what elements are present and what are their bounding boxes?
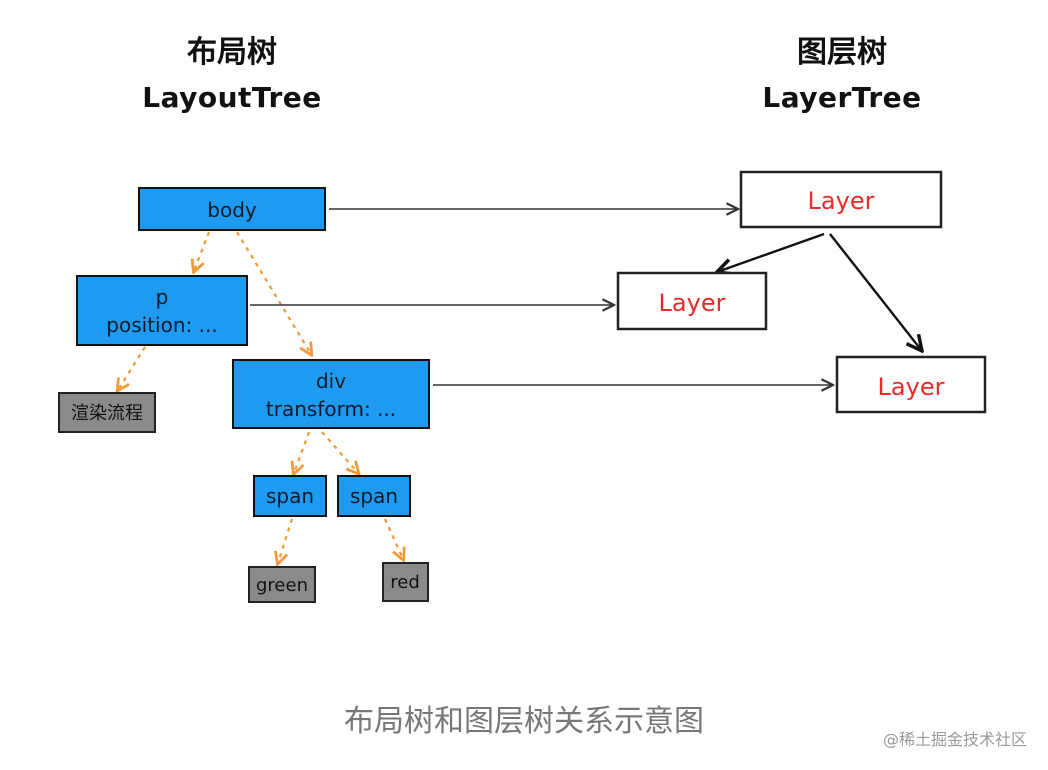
layout-tree-heading-cn: 布局树 <box>187 35 277 70</box>
layer-top-label: Layer <box>808 187 875 215</box>
p-node-position-label: position: ... <box>106 313 217 337</box>
layer-right: Layer <box>835 355 987 414</box>
figure-caption: 布局树和图层树关系示意图 <box>344 704 704 739</box>
arrow-top-layer-to-right-layer <box>829 233 922 351</box>
layer-tree-heading-en: LayerTree <box>762 81 921 114</box>
arrow-span2-to-red <box>383 518 403 559</box>
green-node-label: green <box>256 575 308 596</box>
body-node: body <box>138 187 326 231</box>
render-flow-node: 渲染流程 <box>58 392 156 433</box>
p-node: p position: ... <box>76 275 248 346</box>
p-node-label: p <box>156 285 169 309</box>
arrow-body-to-div <box>236 231 311 354</box>
span-node-2: span <box>337 475 411 517</box>
watermark: @稀土掘金技术社区 <box>883 730 1027 749</box>
layout-tree-heading-en: LayoutTree <box>142 81 322 114</box>
span-node-1-label: span <box>266 484 314 508</box>
arrow-div-to-span2 <box>321 431 358 473</box>
arrow-top-layer-to-middle-layer <box>717 232 825 272</box>
arrow-div-to-span1 <box>294 431 311 473</box>
div-node-label: div <box>316 369 346 393</box>
arrow-p-to-render-flow <box>118 346 146 390</box>
arrow-body-to-p <box>194 231 211 271</box>
red-node: red <box>382 562 429 602</box>
layer-right-label: Layer <box>878 373 945 401</box>
layer-tree-heading-cn: 图层树 <box>797 35 887 70</box>
arrow-span1-to-green <box>278 518 294 563</box>
layer-middle-label: Layer <box>659 289 726 317</box>
red-node-label: red <box>390 572 420 593</box>
span-node-2-label: span <box>350 484 398 508</box>
span-node-1: span <box>253 475 327 517</box>
div-node-transform-label: transform: ... <box>266 397 396 421</box>
body-node-label: body <box>207 198 257 222</box>
render-flow-label: 渲染流程 <box>71 403 143 424</box>
layer-middle: Layer <box>616 271 768 331</box>
green-node: green <box>248 566 316 603</box>
div-node: div transform: ... <box>232 359 430 429</box>
layer-top: Layer <box>739 170 943 229</box>
